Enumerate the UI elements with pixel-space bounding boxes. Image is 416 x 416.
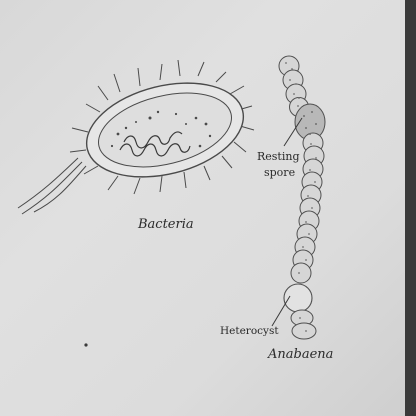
page-edge-shadow [405,0,416,416]
bacteria-pili [69,59,255,195]
page-speck [84,343,88,347]
paper-background [0,0,405,416]
heterocyst-label: Heterocyst [220,325,279,337]
bacteria-flagella [17,157,87,215]
heterocyst-leader-line [271,295,291,327]
bacteria-granules [110,110,212,148]
heterocyst [283,283,313,313]
bacteria-nucleoid [119,131,191,157]
resting-spore-label-line2: spore [264,166,295,179]
anabaena-filament [278,55,326,340]
resting-spore-label-line1: Resting [257,150,300,163]
bacteria-label: Bacteria [137,217,194,232]
anabaena-label: Anabaena [267,347,333,362]
resting-spore-leader-line [283,117,303,147]
bacteria-illustration [17,59,255,215]
anabaena-cell-stipple [285,62,317,332]
